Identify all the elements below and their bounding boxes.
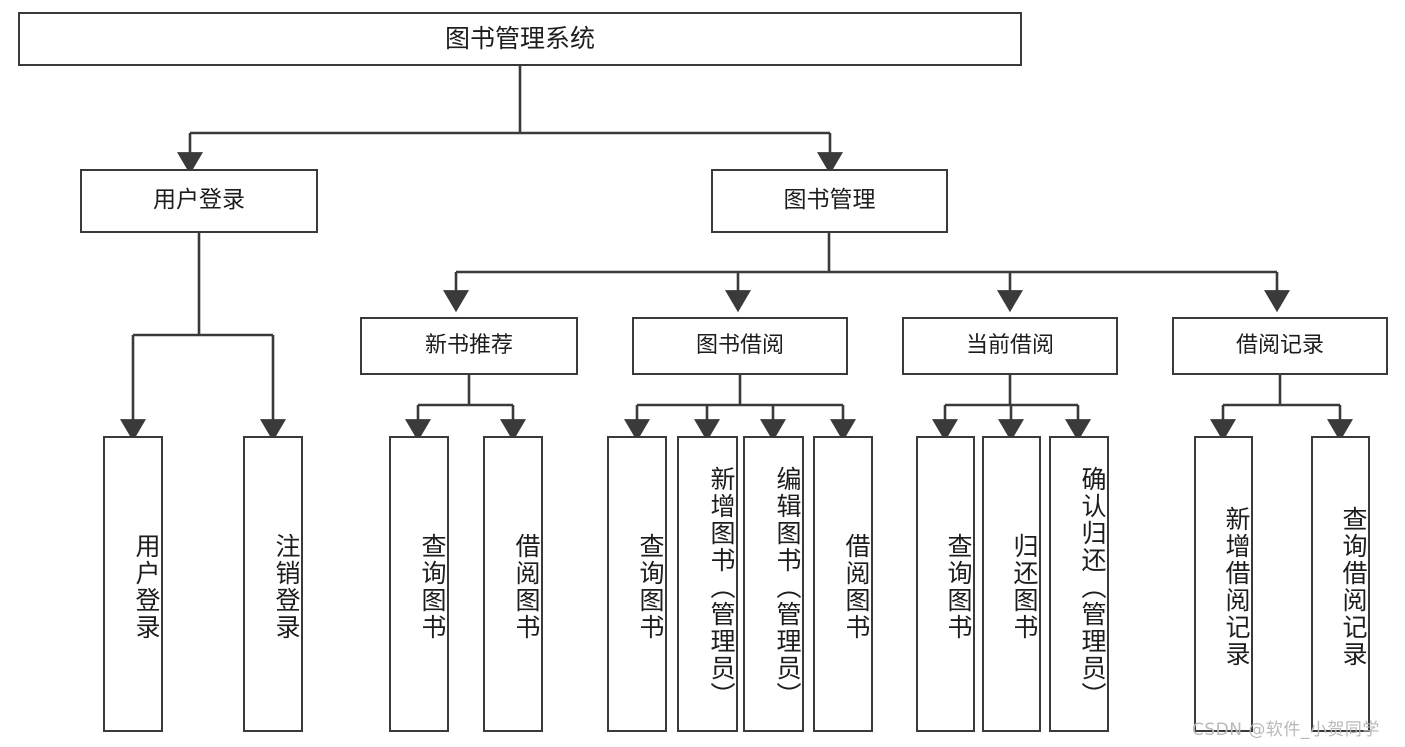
leaf-user-login-signout[interactable]: 注销登录: [243, 436, 303, 732]
leaf-record-add-record-label: 新增借阅记录: [1222, 506, 1251, 668]
node-user-login[interactable]: 用户登录: [80, 169, 318, 233]
node-borrow-record-label: 借阅记录: [1235, 333, 1324, 359]
leaf-user-login-signin[interactable]: 用户登录: [103, 436, 163, 732]
csdn-watermark: CSDN @软件_小贺同学: [1192, 715, 1380, 740]
node-user-login-label: 用户登录: [153, 187, 245, 214]
node-new-book-recommend-label: 新书推荐: [424, 333, 513, 359]
leaf-user-login-signin-label: 用户登录: [132, 533, 161, 641]
leaf-recommend-query-book-label: 查询图书: [418, 533, 447, 641]
leaf-borrow-borrow-book[interactable]: 借阅图书: [813, 436, 873, 732]
node-book-management-label: 图书管理: [783, 187, 876, 214]
leaf-record-add-record[interactable]: 新增借阅记录: [1194, 436, 1253, 732]
leaf-borrow-borrow-book-label: 借阅图书: [842, 533, 871, 641]
leaf-borrow-edit-book[interactable]: 编辑图书（管理员）: [743, 436, 804, 732]
leaf-borrow-edit-book-label: 编辑图书（管理员）: [773, 465, 802, 709]
leaf-current-return-book-label: 归还图书: [1010, 533, 1039, 641]
leaf-user-login-signout-label: 注销登录: [272, 533, 301, 641]
leaf-recommend-borrow-book[interactable]: 借阅图书: [483, 436, 543, 732]
leaf-recommend-borrow-book-label: 借阅图书: [512, 533, 541, 641]
csdn-watermark-label: CSDN @软件_小贺同学: [1192, 720, 1380, 740]
node-root[interactable]: 图书管理系统: [18, 12, 1022, 66]
node-current-borrow[interactable]: 当前借阅: [902, 317, 1118, 375]
node-book-borrow-label: 图书借阅: [695, 333, 784, 359]
node-new-book-recommend[interactable]: 新书推荐: [360, 317, 578, 375]
leaf-current-confirm-return-label: 确认归还（管理员）: [1078, 465, 1107, 709]
node-borrow-record[interactable]: 借阅记录: [1172, 317, 1388, 375]
leaf-recommend-query-book[interactable]: 查询图书: [389, 436, 449, 732]
node-root-label: 图书管理系统: [444, 24, 595, 54]
leaf-borrow-add-book-label: 新增图书（管理员）: [707, 465, 736, 709]
leaf-borrow-add-book[interactable]: 新增图书（管理员）: [677, 436, 738, 732]
node-current-borrow-label: 当前借阅: [965, 333, 1054, 359]
node-book-management[interactable]: 图书管理: [711, 169, 948, 233]
leaf-current-return-book[interactable]: 归还图书: [982, 436, 1041, 732]
leaf-record-query-record-label: 查询借阅记录: [1339, 506, 1368, 668]
node-book-borrow[interactable]: 图书借阅: [632, 317, 848, 375]
leaf-current-confirm-return[interactable]: 确认归还（管理员）: [1049, 436, 1109, 732]
leaf-borrow-query-book-label: 查询图书: [636, 533, 665, 641]
leaf-current-query-book-label: 查询图书: [944, 533, 973, 641]
leaf-record-query-record[interactable]: 查询借阅记录: [1311, 436, 1370, 732]
leaf-borrow-query-book[interactable]: 查询图书: [607, 436, 667, 732]
leaf-current-query-book[interactable]: 查询图书: [916, 436, 975, 732]
